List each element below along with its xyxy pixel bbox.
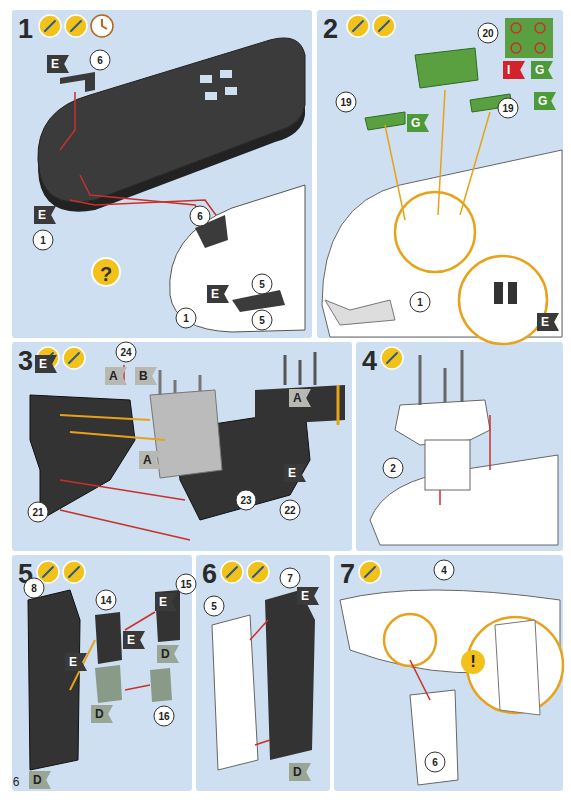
step-number: 6 <box>202 559 217 590</box>
callout-number: 24 <box>116 342 137 363</box>
callout-number: 5 <box>252 310 273 331</box>
callout-number: 6 <box>425 752 446 773</box>
callout-number: 7 <box>280 568 301 589</box>
callout-number: 16 <box>154 706 175 727</box>
page-number: 6 <box>13 775 20 789</box>
callout-number: 2 <box>383 458 404 479</box>
callout-number: 8 <box>24 578 45 599</box>
callout-number: 5 <box>252 274 273 295</box>
callout-number: 21 <box>28 502 49 523</box>
callout-number: 6 <box>190 206 211 227</box>
callout-number: 20 <box>478 23 499 44</box>
step-panel: 3 <box>12 342 352 551</box>
callout-number: 1 <box>176 308 197 329</box>
callout-number: 19 <box>498 98 519 119</box>
step-number: 7 <box>340 559 355 590</box>
callout-number: 1 <box>33 230 54 251</box>
step-number: 1 <box>18 14 33 45</box>
step-panel: 2 <box>317 10 563 338</box>
callout-number: 5 <box>204 596 225 617</box>
callout-number: 19 <box>336 92 357 113</box>
callout-number: 15 <box>176 574 197 595</box>
caution-symbol: ! <box>461 650 485 674</box>
step-number: 4 <box>362 346 377 377</box>
step-panel: 7 <box>334 555 563 791</box>
callout-number: 23 <box>236 490 257 511</box>
step-panel: 4 <box>356 342 563 551</box>
callout-number: 22 <box>280 500 301 521</box>
step-number: 2 <box>323 14 338 45</box>
callout-number: 6 <box>90 50 111 71</box>
callout-number: 4 <box>434 560 455 581</box>
step-number: 3 <box>18 346 33 377</box>
callout-number: 14 <box>96 590 117 611</box>
callout-number: 1 <box>410 292 431 313</box>
hint-symbol: ? <box>91 257 121 287</box>
